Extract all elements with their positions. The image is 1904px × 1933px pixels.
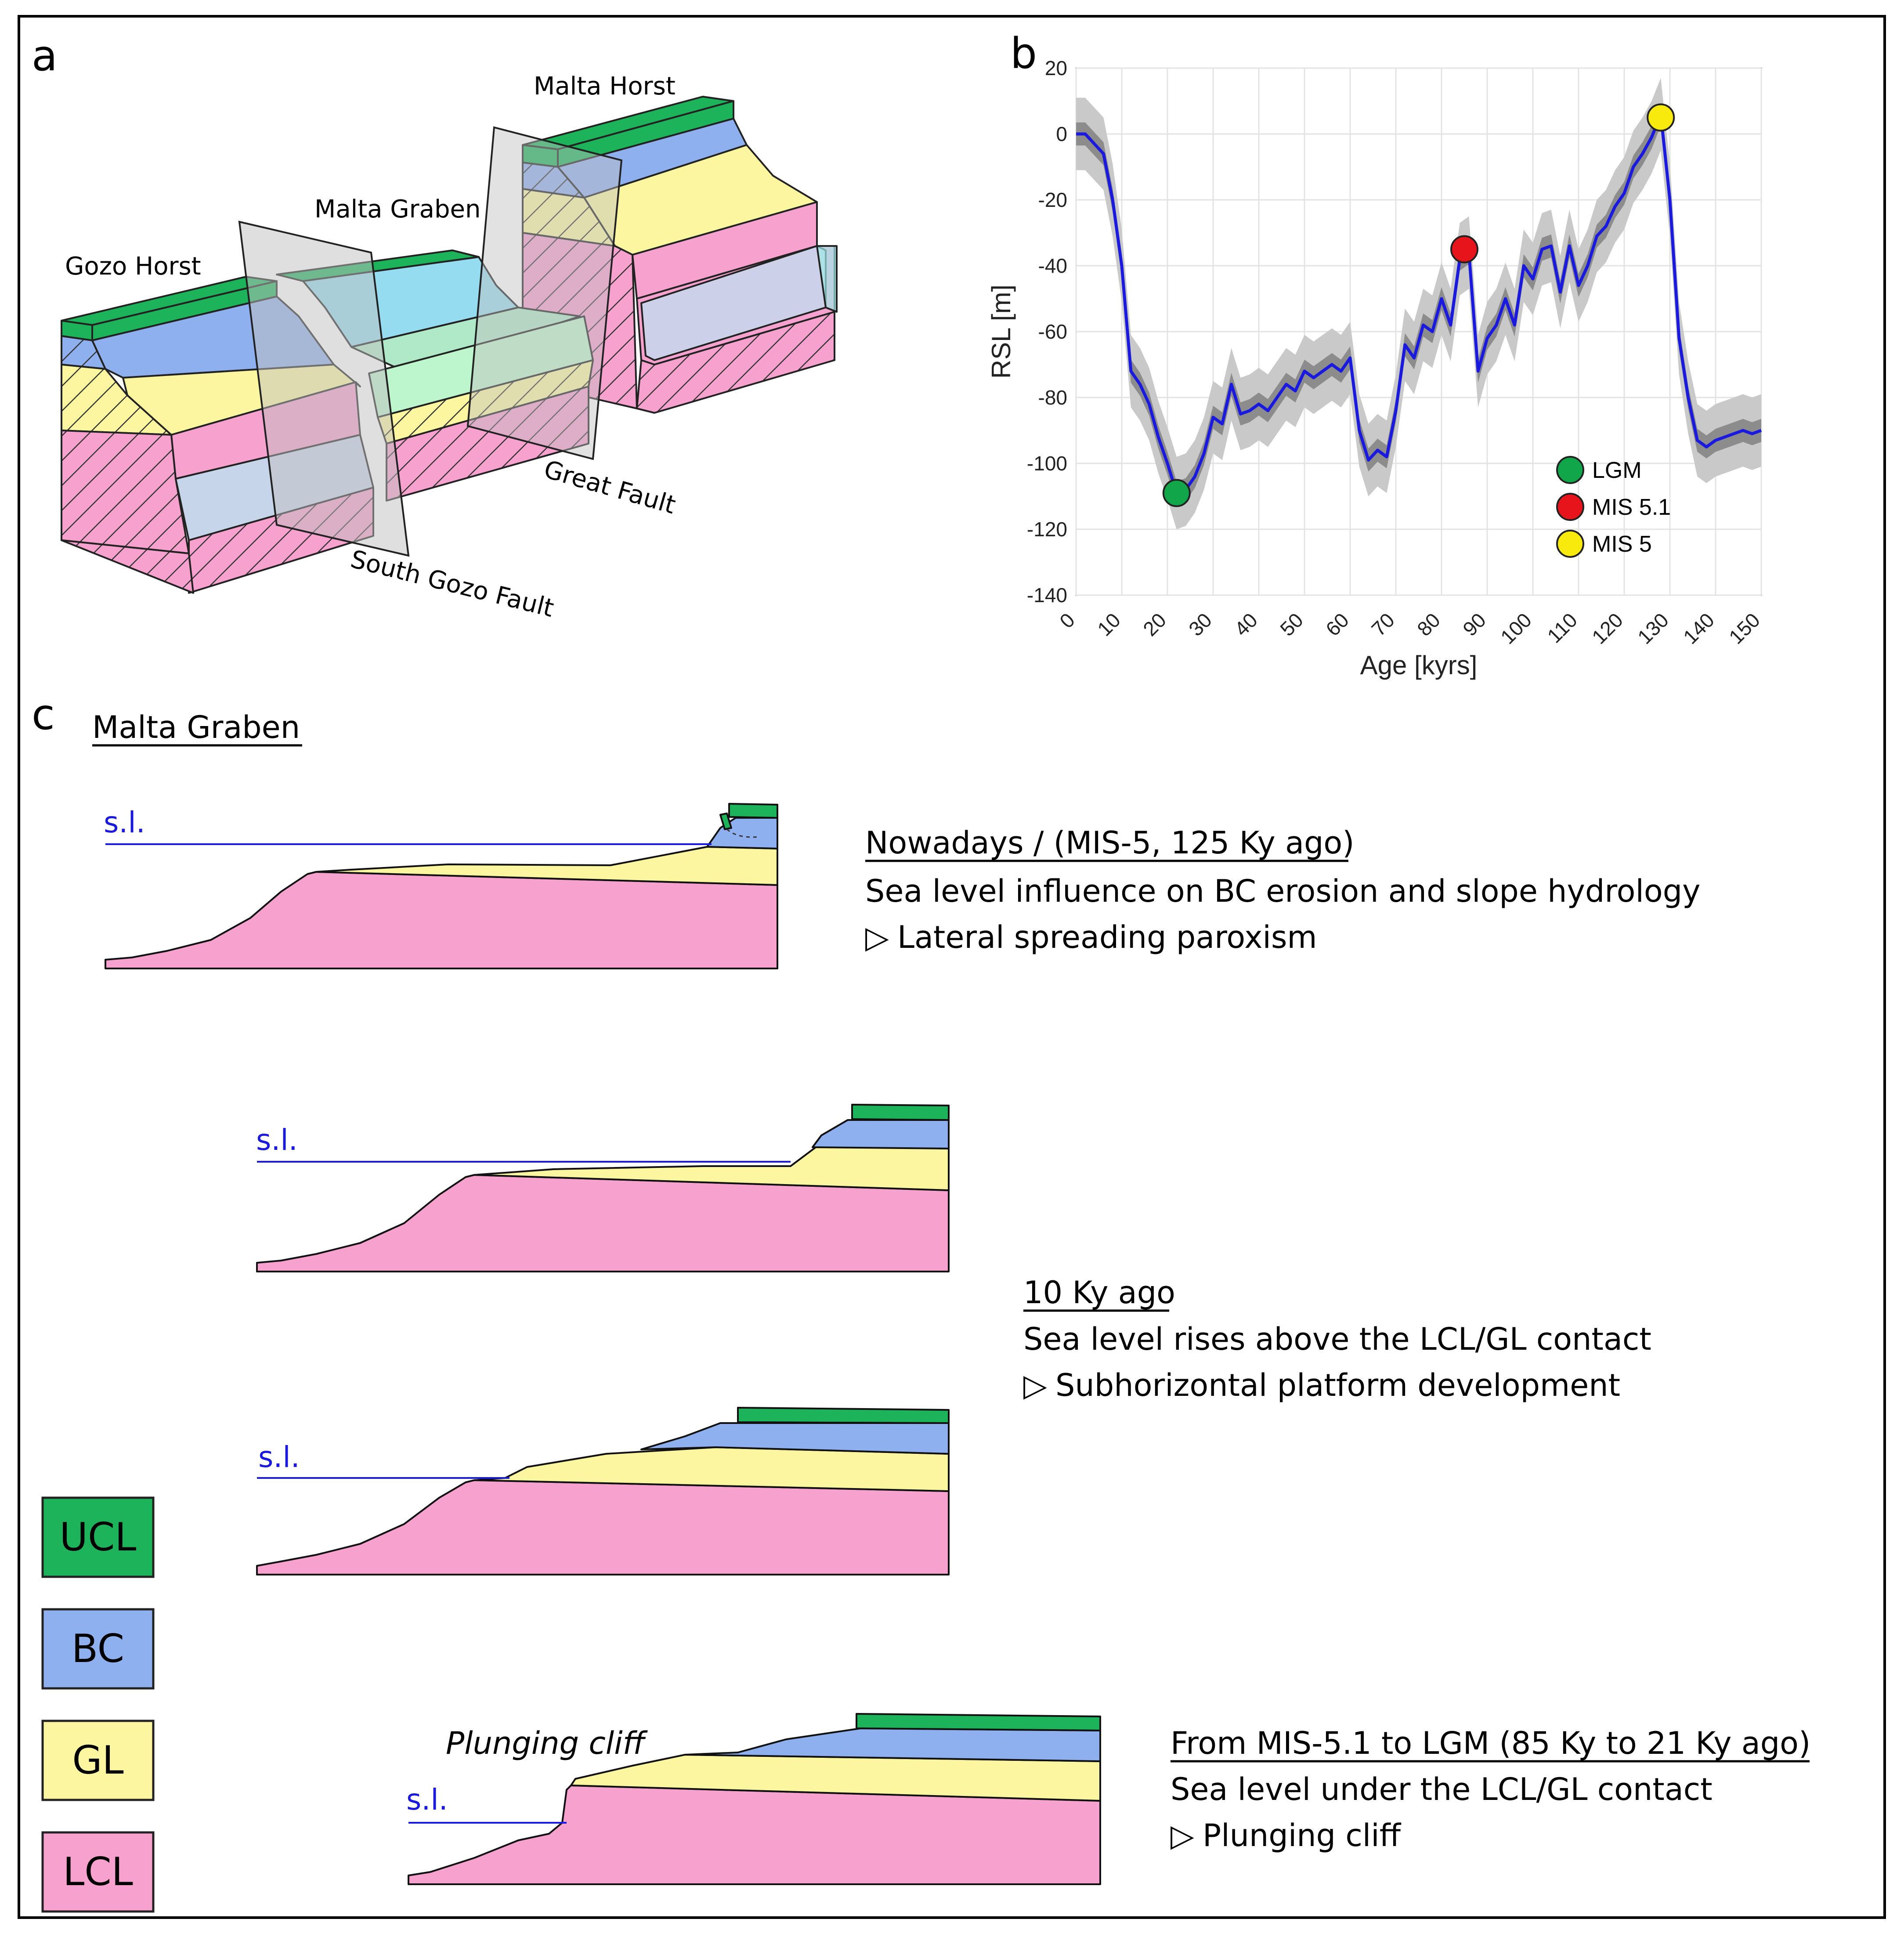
- band-inner: [1076, 102, 1761, 505]
- malta-horst-block: [522, 96, 838, 414]
- x-tick-50: 50: [1275, 608, 1308, 640]
- legend-label-1: MIS 5.1: [1592, 495, 1671, 520]
- label-malta-horst: Malta Horst: [534, 72, 676, 101]
- x-tick-110: 110: [1543, 608, 1582, 647]
- x-tick-30: 30: [1184, 608, 1216, 640]
- y-tick--60: -60: [1038, 320, 1067, 343]
- legend-swatch-1: [1556, 493, 1584, 521]
- x-tick-10: 10: [1093, 608, 1125, 640]
- legend-swatch-0: [1556, 456, 1584, 484]
- legend-label-2: MIS 5: [1592, 531, 1652, 557]
- rsl-line: [1076, 112, 1762, 495]
- x-tick-150: 150: [1724, 608, 1764, 648]
- x-tick-140: 140: [1679, 608, 1719, 648]
- key-label-bc: BC: [72, 1626, 124, 1671]
- marker-1: [1450, 235, 1478, 264]
- block-diagram: Malta Horst Malta Graben Gozo Horst Grea…: [61, 72, 838, 623]
- caption-3-line1: Sea level under the LCL/GL contact: [1171, 1771, 1713, 1807]
- arrow-glyph-1: ▷: [865, 919, 889, 955]
- caption-10ky: 10 Ky ago Sea level rises above the LCL/…: [1023, 1275, 1651, 1403]
- panel-label-a: a: [32, 31, 58, 80]
- cross-section-nowadays: [105, 803, 778, 969]
- key-label-ucl: UCL: [60, 1514, 137, 1560]
- x-tick-90: 90: [1458, 608, 1490, 640]
- uncertainty-band-inner: [1076, 102, 1761, 505]
- arrow-glyph-2: ▷: [1023, 1367, 1047, 1403]
- y-axis-title: RSL [m]: [986, 285, 1016, 379]
- caption-1-line2: Lateral spreading paroxism: [897, 919, 1317, 955]
- key-swatch-lcl: [41, 1831, 155, 1913]
- x-axis-title: Age [kyrs]: [1360, 650, 1478, 680]
- legend-swatch-2: [1556, 530, 1584, 558]
- y-tick--20: -20: [1038, 188, 1067, 211]
- key-swatch-gl: [41, 1720, 155, 1801]
- event-markers: [1162, 103, 1675, 507]
- x-tick-60: 60: [1321, 608, 1353, 640]
- x-tick-20: 20: [1138, 608, 1171, 640]
- x-tick-130: 130: [1633, 608, 1673, 648]
- caption-3-title: From MIS-5.1 to LGM (85 Ky to 21 Ky ago): [1171, 1725, 1810, 1761]
- marker-0: [1162, 479, 1191, 507]
- marker-2: [1647, 103, 1675, 132]
- x-tick-120: 120: [1587, 608, 1627, 648]
- label-great-fault: Great Fault: [541, 455, 679, 520]
- key-swatch-bc: [41, 1608, 155, 1690]
- panel-label-b: b: [1010, 29, 1037, 78]
- figure-frame: [18, 15, 1886, 1919]
- sea-level-label-2: s.l.: [256, 1123, 298, 1157]
- fault-planes: [238, 126, 623, 557]
- y-tick-labels: 20 0 -20 -40 -60 -80 -100 -120 -140: [1027, 57, 1067, 607]
- cross-section-10ky: [256, 1104, 950, 1272]
- legend-label-0: LGM: [1592, 458, 1642, 483]
- caption-2-title: 10 Ky ago: [1023, 1275, 1175, 1311]
- rsl-series-line: [1076, 112, 1762, 495]
- chart-grid: [1075, 67, 1762, 596]
- y-tick--140: -140: [1027, 584, 1067, 607]
- sea-level-label-3: s.l.: [258, 1440, 300, 1474]
- key-label-gl: GL: [72, 1738, 123, 1783]
- panel-c-title: Malta Graben: [92, 709, 300, 745]
- x-tick-70: 70: [1367, 608, 1399, 640]
- label-south-gozo-fault: South Gozo Fault: [348, 545, 557, 623]
- caption-plunging: From MIS-5.1 to LGM (85 Ky to 21 Ky ago)…: [1171, 1725, 1810, 1854]
- y-tick--40: -40: [1038, 254, 1067, 277]
- sea-level-label-1: s.l.: [104, 806, 145, 839]
- label-gozo-horst: Gozo Horst: [65, 252, 201, 281]
- caption-nowadays: Nowadays / (MIS-5, 125 Ky ago) Sea level…: [865, 825, 1701, 955]
- caption-1-title: Nowadays / (MIS-5, 125 Ky ago): [865, 825, 1355, 861]
- key-label-lcl: LCL: [63, 1849, 133, 1894]
- x-tick-0: 0: [1055, 608, 1079, 632]
- cross-section-transition: [256, 1407, 950, 1575]
- arrow-glyph-3: ▷: [1171, 1817, 1194, 1854]
- y-tick--100: -100: [1027, 452, 1067, 475]
- x-tick-100: 100: [1496, 608, 1536, 648]
- x-tick-80: 80: [1413, 608, 1445, 640]
- y-tick-0: 0: [1056, 123, 1067, 145]
- caption-2-line2: Subhorizontal platform development: [1055, 1367, 1620, 1403]
- label-malta-graben: Malta Graben: [314, 195, 481, 224]
- x-tick-40: 40: [1230, 608, 1262, 640]
- plunging-cliff-label: Plunging cliff: [446, 1725, 648, 1761]
- caption-3-line2: Plunging cliff: [1203, 1817, 1402, 1854]
- key-swatch-ucl: [41, 1496, 155, 1578]
- caption-2-line1: Sea level rises above the LCL/GL contact: [1023, 1321, 1651, 1357]
- sea-level-label-4: s.l.: [406, 1783, 448, 1817]
- units-key: UCL BC GL LCL: [41, 1496, 155, 1913]
- y-tick--120: -120: [1027, 518, 1067, 541]
- caption-1-line1: Sea level influence on BC erosion and sl…: [865, 873, 1701, 909]
- cross-section-plunging-cliff: [408, 1713, 1101, 1885]
- panel-label-c: c: [32, 690, 55, 739]
- y-tick-20: 20: [1045, 57, 1067, 79]
- y-tick--80: -80: [1038, 386, 1067, 409]
